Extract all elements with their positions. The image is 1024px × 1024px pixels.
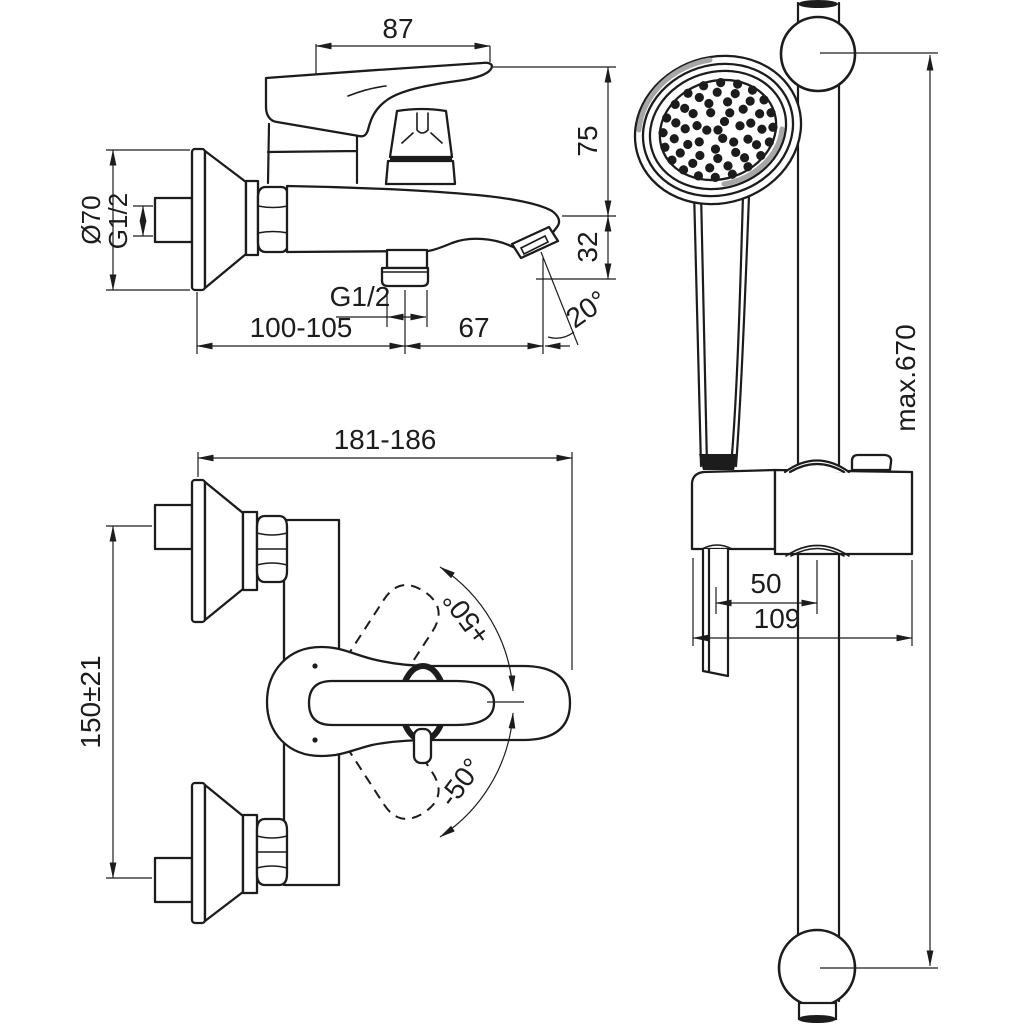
clamp-lever-tab bbox=[850, 453, 893, 472]
mixer-side-view: 87 75 32 Ø70 G1/2 100-105 67 G1/2 20° bbox=[76, 13, 616, 354]
hex-nut-facets bbox=[257, 205, 289, 234]
shower-rail-view: max.670 50 109 bbox=[633, 0, 938, 1023]
holder-right-block bbox=[773, 468, 914, 556]
escutcheon-disc-side bbox=[190, 147, 207, 292]
lever-blade-front bbox=[307, 679, 496, 727]
dim-rail-length-label: max.670 bbox=[890, 324, 921, 431]
rail-top-ball bbox=[779, 15, 857, 93]
ext-lines-dia70 bbox=[106, 149, 190, 291]
holder-hose-arch bbox=[701, 544, 733, 550]
dim-wall-thread-label: G1/2 bbox=[103, 193, 133, 249]
head-shade-upper bbox=[636, 57, 713, 133]
dim-outlet-to-tip-label: 67 bbox=[458, 312, 489, 343]
hose-stub bbox=[701, 547, 730, 678]
saddle-top bbox=[783, 459, 851, 474]
cartridge-dome-fill bbox=[268, 124, 357, 183]
dim-handset-offset-label: 50 bbox=[750, 568, 781, 599]
rail-top-cap bbox=[798, 0, 838, 8]
diverter-pull-stem bbox=[412, 727, 433, 765]
head-shade-lower bbox=[721, 126, 785, 187]
swing-arc-upper bbox=[439, 566, 516, 692]
escutcheon-cone-top bbox=[203, 480, 245, 622]
connector-cylinder-top bbox=[241, 510, 259, 592]
diverter-skirt bbox=[384, 159, 457, 186]
rail-bottom-cap bbox=[798, 1015, 836, 1023]
dim-wall-to-outlet-label: 100-105 bbox=[250, 312, 353, 343]
dim-centres-label: 150±21 bbox=[75, 655, 106, 748]
dim-overall-width-label: 181-186 bbox=[334, 424, 437, 455]
mixer-body-spout bbox=[285, 184, 561, 254]
dim-height-32-label: 32 bbox=[572, 231, 603, 262]
lever-accent-line bbox=[347, 85, 387, 97]
wall-plug-bottom bbox=[153, 856, 194, 904]
dim-escutcheon-dia-label: Ø70 bbox=[76, 195, 106, 244]
angle-arc-20 bbox=[547, 331, 575, 339]
handset-handle bbox=[692, 188, 751, 468]
escutcheon-cone-side bbox=[203, 149, 248, 290]
diverter-knob-detail bbox=[401, 112, 443, 144]
swing-arc-lower bbox=[439, 712, 516, 838]
mixer-front-view: +50° -50° 181-186 150±21 bbox=[75, 424, 573, 925]
lever-handle-side bbox=[264, 61, 493, 138]
wall-plug-top bbox=[153, 503, 194, 551]
dim-outlet-thread-label: G1/2 bbox=[330, 281, 391, 312]
spout-aerator-inner bbox=[519, 234, 550, 256]
hex-nut-bottom-facets bbox=[256, 835, 288, 869]
dim-swing-up-label: +50° bbox=[436, 585, 496, 651]
hex-nut-side bbox=[256, 185, 290, 254]
angle-line-20 bbox=[540, 251, 579, 346]
dim-bracket-depth-label: 109 bbox=[754, 603, 801, 634]
dim-spout-angle-label: 20° bbox=[560, 284, 612, 334]
escutcheon-disc-top bbox=[190, 478, 207, 624]
lever-dot-top bbox=[312, 663, 318, 669]
escutcheon-cone-bottom bbox=[203, 783, 245, 923]
cartridge-dome bbox=[266, 122, 359, 185]
holder-left-block bbox=[690, 468, 777, 551]
spray-plate-dots bbox=[658, 78, 778, 182]
hex-nut-top-facets bbox=[256, 532, 288, 566]
hose-outlet-pipe bbox=[385, 248, 429, 270]
diverter-band bbox=[390, 156, 452, 161]
handset-cone-nut bbox=[699, 454, 738, 470]
ext-lines-109 bbox=[692, 558, 913, 646]
dim-handle-length-label: 87 bbox=[382, 13, 413, 44]
dim-height-75-label: 75 bbox=[572, 125, 603, 156]
spout-aerator bbox=[510, 225, 560, 260]
saddle-bottom bbox=[785, 544, 850, 557]
wall-plug-side bbox=[153, 196, 194, 244]
connector-cylinder-side bbox=[244, 179, 260, 257]
ext-lines-bottom bbox=[196, 258, 544, 354]
connector-cylinder-bottom bbox=[241, 813, 259, 895]
escutcheon-disc-bottom bbox=[190, 781, 207, 925]
lever-dot-bottom bbox=[312, 737, 318, 743]
ext-lines-max670 bbox=[820, 52, 938, 969]
dim-swing-down-label: -50° bbox=[432, 752, 488, 812]
